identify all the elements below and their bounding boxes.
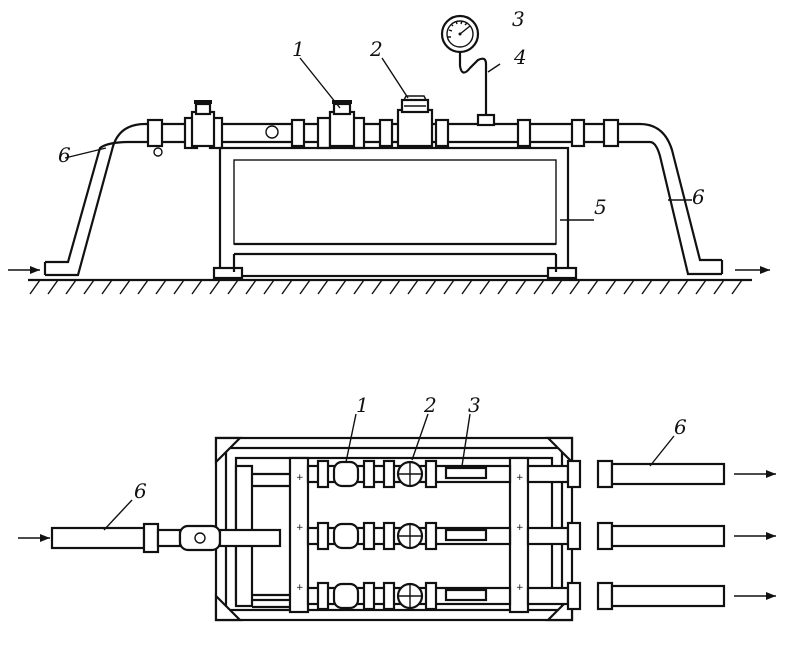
meter-branch-top [306, 459, 512, 489]
svg-text:+: + [296, 473, 304, 483]
side-callout-frame: 5 [594, 195, 607, 219]
plan-outlet-arrows [734, 470, 776, 600]
left-riser-pipe [43, 122, 150, 277]
inlet-valve [190, 100, 216, 148]
side-leaders [64, 57, 692, 221]
side-callout-gauge: 3 [512, 7, 525, 31]
side-callout-siphon: 4 [513, 45, 527, 69]
flanges [146, 116, 620, 150]
inlet-arrow [8, 266, 40, 274]
plan-callout-pipe-right: 6 [674, 415, 687, 439]
plan-callout-gauge: 3 [468, 393, 481, 417]
plan-callout-meter: 2 [423, 393, 437, 417]
svg-text:+: + [516, 583, 524, 593]
svg-text:+: + [516, 523, 524, 533]
support-frame [212, 146, 578, 280]
plan-callout-pipe-left: 6 [134, 479, 147, 503]
shutoff-valve [328, 100, 356, 148]
pressure-gauge [440, 14, 480, 54]
right-riser-pipe [620, 122, 724, 276]
plan-inlet-arrow [18, 534, 50, 542]
meter-branch-middle [306, 521, 512, 551]
side-callout-pipe-right: 6 [692, 185, 705, 209]
outlet-arrow [735, 266, 770, 274]
svg-text:+: + [296, 523, 304, 533]
meter-branch-bottom [306, 581, 512, 611]
side-callout-pipe-left: 6 [58, 143, 71, 167]
plan-view: + + + + + + [18, 393, 776, 622]
ground [28, 278, 752, 295]
plan-outlet-pipes [526, 459, 726, 611]
side-callout-valve: 1 [292, 37, 305, 61]
plan-leaders [103, 413, 675, 531]
gauge-tap [476, 64, 496, 127]
siphon-tube [458, 52, 488, 74]
svg-text:+: + [296, 583, 304, 593]
gas-meter [396, 95, 434, 148]
side-callout-meter: 2 [369, 37, 383, 61]
plan-callout-valve: 1 [356, 393, 369, 417]
side-view: 1 2 3 4 5 6 6 [8, 7, 770, 295]
svg-text:+: + [516, 473, 524, 483]
plan-inlet-pipe [50, 522, 282, 554]
